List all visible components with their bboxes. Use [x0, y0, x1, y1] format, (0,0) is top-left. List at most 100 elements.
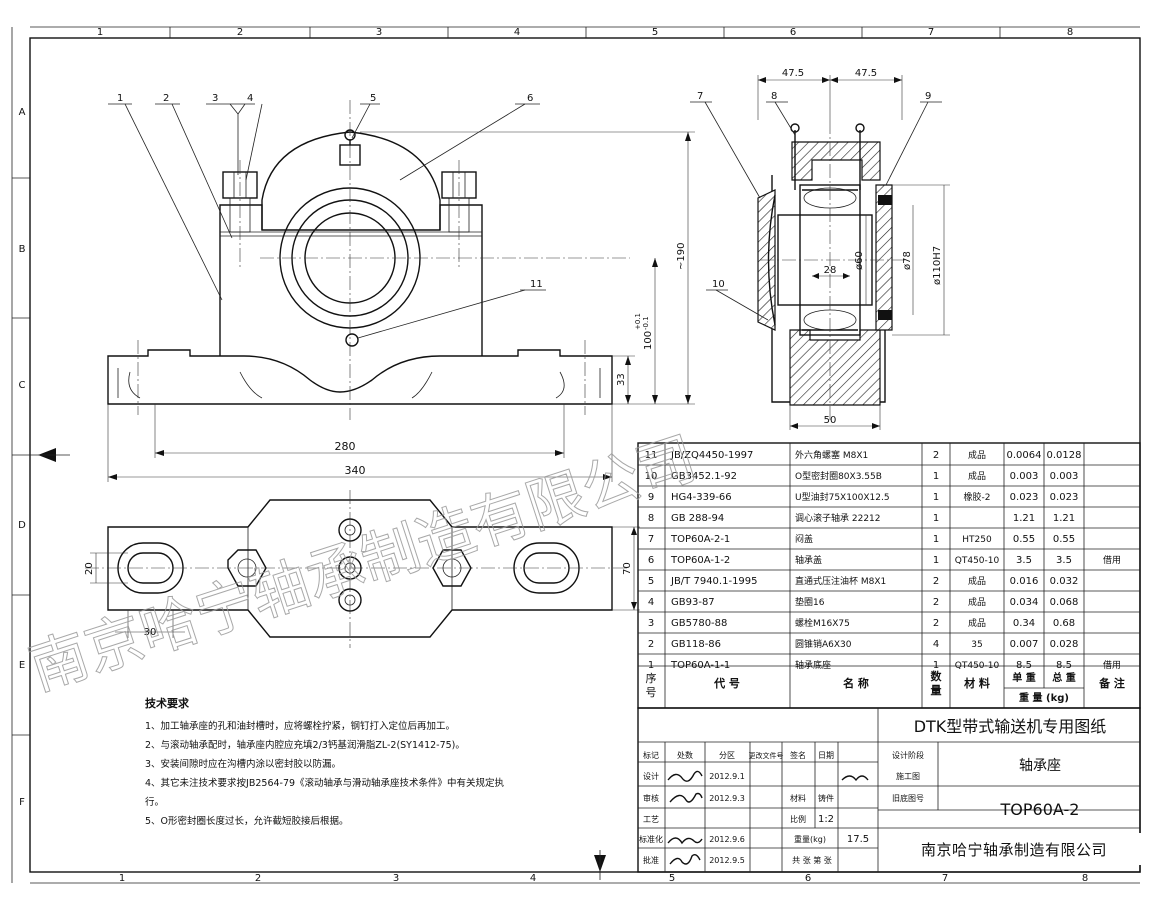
- title-block: DTK型带式输送机专用图纸 轴承座 TOP60A-2 标记 处数 分区 更改文件…: [637, 707, 1141, 873]
- section-view: 7 8 9 10 47.5 47.5 28 ø60 ø78 ø110H7: [690, 68, 950, 430]
- bom-header-total-weight: 总 重: [1052, 671, 1075, 684]
- drawing-title: DTK型带式输送机专用图纸: [914, 717, 1107, 736]
- bom-cell-qty: 2: [933, 576, 939, 587]
- bom-cell-no: 7: [648, 534, 654, 545]
- tb-label-signature: 签名: [790, 750, 806, 760]
- plan-view-dimensions: 20 70 30: [84, 526, 640, 638]
- tech-requirement-item: 3、安装间隙时应在沟槽内涂以密封胶以防漏。: [145, 759, 342, 770]
- col-label-bottom: 6: [805, 873, 811, 884]
- bom-cell-code: JB/ZQ4450-1997: [670, 450, 753, 461]
- bom-header-no-line: 号: [646, 686, 657, 699]
- tb-label-change-doc: 更改文件号: [749, 751, 784, 760]
- tb-label-mark: 标记: [643, 750, 659, 760]
- bom-cell-total: 1.21: [1053, 513, 1075, 524]
- dim-bolt-span: 280: [335, 440, 356, 453]
- tech-requirements-heading: 技术要求: [145, 697, 189, 710]
- tb-label-process: 工艺: [643, 815, 659, 824]
- dim-center-tol-lower: -0.1: [642, 316, 650, 330]
- bom-cell-total: 0.55: [1053, 534, 1075, 545]
- bom-cell-name: 轴承盖: [795, 554, 822, 566]
- dim-base-width: 50: [824, 415, 837, 426]
- tb-material-value: 铸件: [818, 793, 834, 803]
- bom-cell-unit: 0.016: [1010, 576, 1039, 587]
- bom-cell-unit: 0.023: [1010, 492, 1039, 503]
- section-view-dimensions: 47.5 47.5 28 ø60 ø78 ø110H7 50: [757, 68, 950, 430]
- col-label-top: 3: [376, 27, 382, 38]
- bom-header-qty-line: 数: [931, 669, 943, 683]
- leader-label: 1: [117, 93, 123, 104]
- tb-label-standard: 标准化: [639, 834, 663, 844]
- bom-cell-name: U型油封75X100X12.5: [795, 491, 890, 503]
- col-label-bottom: 7: [942, 873, 948, 884]
- bom-cell-material: 橡胶-2: [964, 491, 991, 503]
- front-view-dimensions: ~190 100 +0.1 -0.1 33 280 340: [107, 131, 695, 482]
- bom-cell-total: 0.032: [1050, 576, 1079, 587]
- dim-shoulder: ø78: [902, 251, 913, 270]
- col-label-bottom: 2: [255, 873, 261, 884]
- bom-cell-unit: 1.21: [1013, 513, 1035, 524]
- tb-label-scale: 比例: [790, 814, 806, 824]
- dim-bore: ø60: [854, 251, 865, 270]
- bom-cell-no: 6: [648, 555, 654, 566]
- bom-cell-no: 3: [648, 618, 654, 629]
- bom-cell-material: 成品: [968, 470, 986, 482]
- bom-cell-unit: 0.0064: [1007, 450, 1042, 461]
- dim-center-tol-upper: +0.1: [634, 313, 642, 330]
- bom-cell-code: TOP60A-2-1: [670, 534, 730, 545]
- bom-cell-total: 8.5: [1056, 660, 1072, 671]
- leader-label: 8: [771, 91, 777, 102]
- bom-cell-code: GB 288-94: [671, 513, 724, 524]
- row-label: F: [19, 797, 25, 808]
- bom-cell-material: 35: [971, 640, 982, 650]
- col-label-top: 7: [928, 27, 934, 38]
- signature-standard: [667, 837, 703, 845]
- bom-header: 序号 代 号 名 称 数量 材 料 单 重 总 重 重 量 (kg) 备 注: [646, 669, 1125, 704]
- bom-cell-qty: 1: [933, 534, 939, 545]
- col-label-top: 1: [97, 27, 103, 38]
- bom-cell-material: QT450-10: [955, 661, 1000, 671]
- bom-cell-no: 10: [645, 471, 658, 482]
- bom-cell-qty: 1: [933, 492, 939, 503]
- bom-cell-no: 5: [648, 576, 654, 587]
- bom-cell-material: HT250: [962, 535, 992, 545]
- bom-cell-no: 11: [645, 450, 658, 461]
- tb-sheets: 共 张 第 张: [792, 855, 832, 865]
- tb-label-zone: 分区: [719, 751, 735, 760]
- col-label-bottom: 5: [669, 873, 675, 884]
- tb-scale-value: 1:2: [818, 814, 834, 825]
- tb-label-old-no: 旧底图号: [892, 793, 924, 803]
- tb-label-weight: 重量(kg): [794, 834, 826, 844]
- signature-approve: [669, 853, 701, 865]
- bom-cell-code: TOP60A-1-1: [670, 660, 730, 671]
- signature-review: [669, 792, 703, 803]
- dim-base-height: 33: [616, 373, 627, 386]
- zone-row-labels: A B C D E F: [18, 107, 26, 808]
- bom-cell-name: 轴承底座: [795, 659, 831, 671]
- bom-cell-code: TOP60A-1-2: [670, 555, 730, 566]
- bom-cell-material: 成品: [968, 596, 986, 608]
- tb-date-standard: 2012.9.6: [709, 835, 745, 844]
- bom-cell-total: 0.003: [1050, 471, 1079, 482]
- bom-cell-material: 成品: [968, 575, 986, 587]
- bom-cell-no: 4: [648, 597, 654, 608]
- bom-cell-remark: 借用: [1103, 659, 1121, 671]
- row-label: C: [19, 380, 26, 391]
- bom-header-code: 代 号: [713, 676, 740, 690]
- row-label: D: [18, 520, 26, 531]
- col-label-bottom: 8: [1082, 873, 1088, 884]
- col-label-top: 4: [514, 27, 520, 38]
- tb-date-approve: 2012.9.5: [709, 856, 745, 865]
- bom-cell-no: 9: [648, 492, 654, 503]
- bom-cell-qty: 2: [933, 618, 939, 629]
- bom-cell-qty: 1: [933, 471, 939, 482]
- bom-cell-code: HG4-339-66: [671, 492, 732, 503]
- bom-cell-material: 成品: [968, 617, 986, 629]
- bom-header-weight-unit: 重 量 (kg): [1019, 691, 1069, 704]
- dim-half-left: 47.5: [782, 68, 804, 79]
- leader-label: 9: [925, 91, 931, 102]
- bom-header-remark: 备 注: [1098, 676, 1125, 690]
- bom-cell-qty: 1: [933, 513, 939, 524]
- bom-cell-name: 垫圈16: [795, 596, 825, 608]
- dim-height-total: ~190: [676, 243, 687, 270]
